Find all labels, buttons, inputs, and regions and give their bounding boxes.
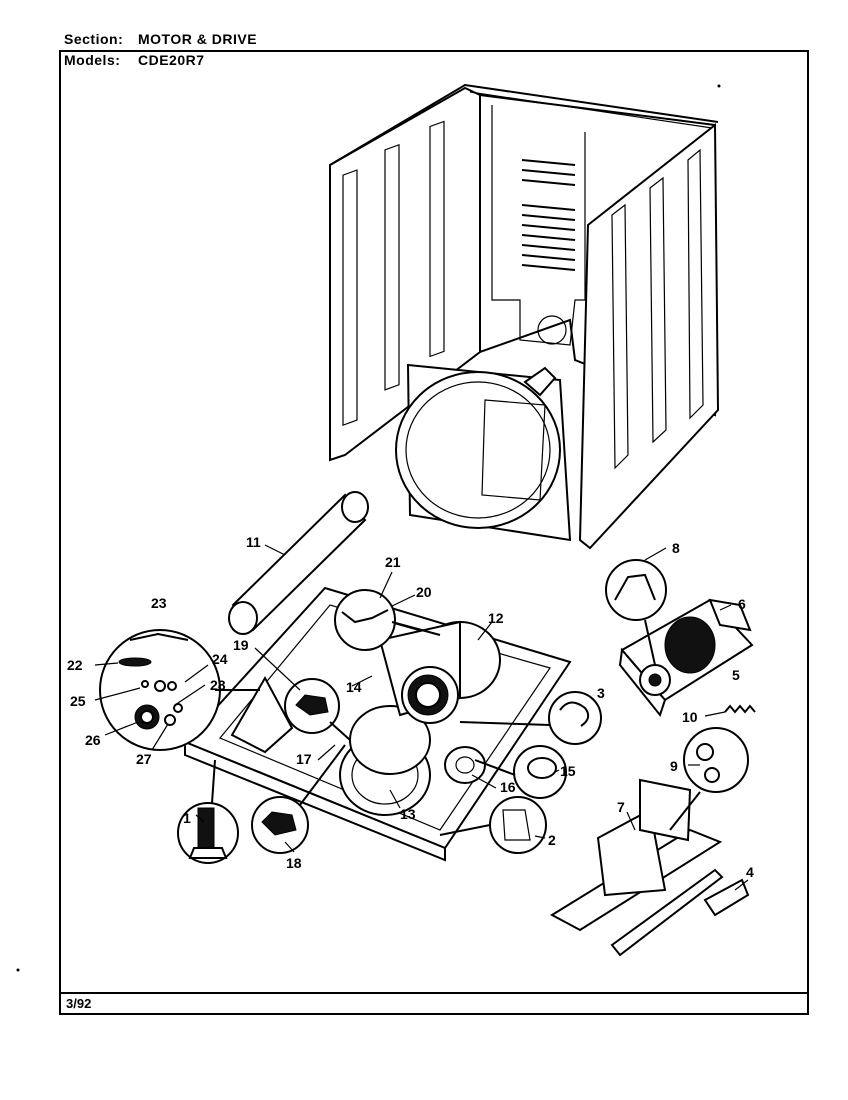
section-label: Section: [64, 31, 124, 47]
spring-inset-3 [459, 691, 602, 745]
callout-17: 17 [296, 751, 312, 767]
callout-8: 8 [672, 540, 680, 556]
models-label: Models: [64, 52, 121, 68]
callout-26: 26 [85, 732, 101, 748]
callout-11: 11 [246, 534, 261, 550]
section-value: MOTOR & DRIVE [138, 31, 258, 47]
callout-5: 5 [732, 667, 740, 683]
section-header: Section: MOTOR & DRIVE [64, 31, 257, 47]
callout-15: 15 [560, 763, 576, 779]
callout-9: 9 [670, 758, 678, 774]
bracket-inset-2 [439, 796, 547, 854]
roller-inset-15 [474, 745, 567, 799]
callout-18: 18 [286, 855, 302, 871]
callout-19: 19 [233, 637, 249, 653]
footer-divider [59, 992, 809, 994]
callout-24: 24 [212, 651, 228, 667]
clip-inset-19 [284, 678, 351, 741]
exhaust-duct [228, 491, 369, 635]
callout-3: 3 [597, 685, 605, 701]
callout-6: 6 [738, 596, 746, 612]
callout-27: 27 [136, 751, 152, 767]
callout-22: 22 [67, 657, 83, 673]
callout-10: 10 [682, 709, 698, 725]
motor-spring [724, 704, 756, 714]
callout-25: 25 [70, 693, 86, 709]
leveling-leg-inset-1 [177, 759, 239, 864]
scan-speck [717, 84, 721, 88]
callout-13: 13 [400, 806, 416, 822]
callout-14: 14 [346, 679, 362, 695]
dryer-cabinet [329, 83, 720, 550]
callout-12: 12 [488, 610, 504, 626]
callout-2: 2 [548, 832, 556, 848]
belt-inset-20 [334, 589, 441, 651]
motor-assembly [605, 559, 754, 718]
callout-20: 20 [416, 584, 432, 600]
callout-labels: 1 2 3 4 5 6 7 8 9 10 11 12 13 14 15 16 1… [67, 534, 754, 880]
callout-leader-lines [94, 544, 749, 891]
callout-21: 21 [385, 554, 401, 570]
footer-date: 3/92 [66, 996, 92, 1011]
diagram-frame [59, 50, 809, 1015]
callout-4: 4 [746, 864, 754, 880]
callout-7: 7 [617, 799, 625, 815]
motor-mount-bracket [549, 727, 749, 957]
callout-23: 23 [151, 595, 167, 611]
idler-inset [99, 629, 260, 751]
rear-vent-slots [521, 159, 576, 271]
callout-28: 28 [210, 677, 226, 693]
scan-speck [16, 968, 20, 972]
models-value: CDE20R7 [138, 52, 205, 68]
models-header: Models: CDE20R7 [64, 52, 205, 68]
drive-motor [378, 620, 501, 724]
callout-1: 1 [183, 810, 191, 826]
callout-16: 16 [500, 779, 516, 795]
clip-inset-18 [251, 744, 346, 854]
